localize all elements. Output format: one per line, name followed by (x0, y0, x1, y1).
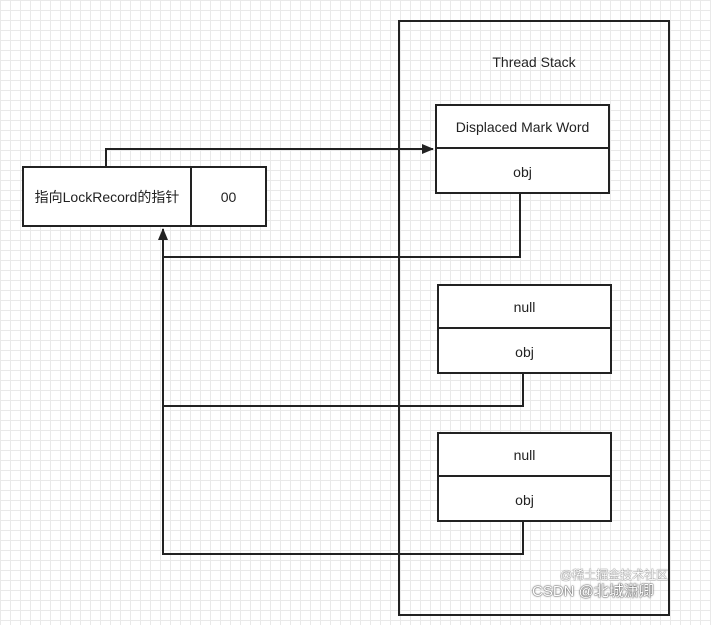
lock-record-pointer-cell: 指向LockRecord的指针 (24, 168, 192, 225)
lock-record-1: Displaced Mark Word obj (435, 104, 610, 194)
pointer-arrow-to-displaced-mark-word (105, 144, 434, 166)
watermark-author: CSDN @北城潇卿 (532, 583, 654, 600)
lock-record-1-divider (437, 147, 608, 149)
lock-record-3-top: null (513, 447, 536, 463)
lock-bits-cell: 00 (220, 188, 237, 205)
mark-word-box: 指向LockRecord的指针 00 (22, 166, 267, 227)
lock-record-2-divider (439, 327, 610, 329)
lock-record-2-top: null (513, 299, 536, 315)
lock-record-1-displaced-mark-word: Displaced Mark Word (455, 119, 590, 135)
watermark-community: @稀土掘金技术社区 (560, 568, 669, 582)
thread-stack-title: Thread Stack (492, 54, 576, 70)
lock-record-1-obj: obj (513, 163, 532, 180)
lock-record-2: null obj (437, 284, 612, 374)
lock-record-3: null obj (437, 432, 612, 522)
lock-record-3-divider (439, 475, 610, 477)
lock-record-2-obj: obj (515, 343, 534, 360)
lock-record-3-obj: obj (515, 491, 534, 508)
